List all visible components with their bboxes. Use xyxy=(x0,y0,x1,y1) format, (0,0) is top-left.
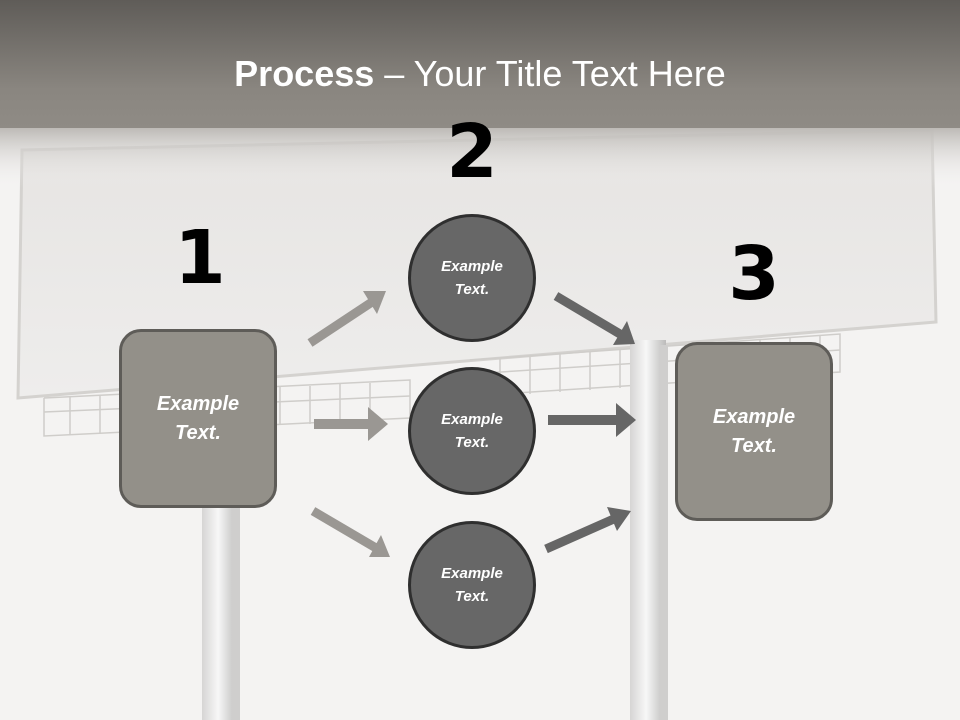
step-2-circle-middle: Example Text. xyxy=(408,367,536,495)
step-number-3: 3 xyxy=(728,231,780,317)
step-1-box-text: Example Text. xyxy=(156,392,240,444)
arrow-circle-top-to-box3 xyxy=(553,292,635,345)
circle-middle-text: Example Text. xyxy=(441,411,503,451)
arrow-box1-to-circle-bottom xyxy=(310,507,390,557)
arrow-circle-bottom-to-box3 xyxy=(544,507,631,554)
title-rest: – Your Title Text Here xyxy=(374,53,726,94)
step-2-circle-top: Example Text. xyxy=(408,214,536,342)
circle-bottom-text: Example Text. xyxy=(441,565,503,605)
circle-top-text: Example Text. xyxy=(441,258,503,298)
step-1-box: Example Text. xyxy=(119,329,277,508)
arrow-box1-to-circle-top xyxy=(307,291,386,347)
title-bold: Process xyxy=(234,53,375,94)
arrow-box1-to-circle-middle xyxy=(314,407,388,441)
arrows xyxy=(307,291,636,557)
slide-title: Process – Your Title Text Here xyxy=(0,52,960,96)
step-2-circle-bottom: Example Text. xyxy=(408,521,536,649)
step-3-box: Example Text. xyxy=(675,342,833,521)
arrow-circle-middle-to-box3 xyxy=(548,403,636,437)
step-3-box-text: Example Text. xyxy=(712,405,796,457)
step-number-2: 2 xyxy=(446,109,498,195)
step-number-1: 1 xyxy=(174,215,226,301)
